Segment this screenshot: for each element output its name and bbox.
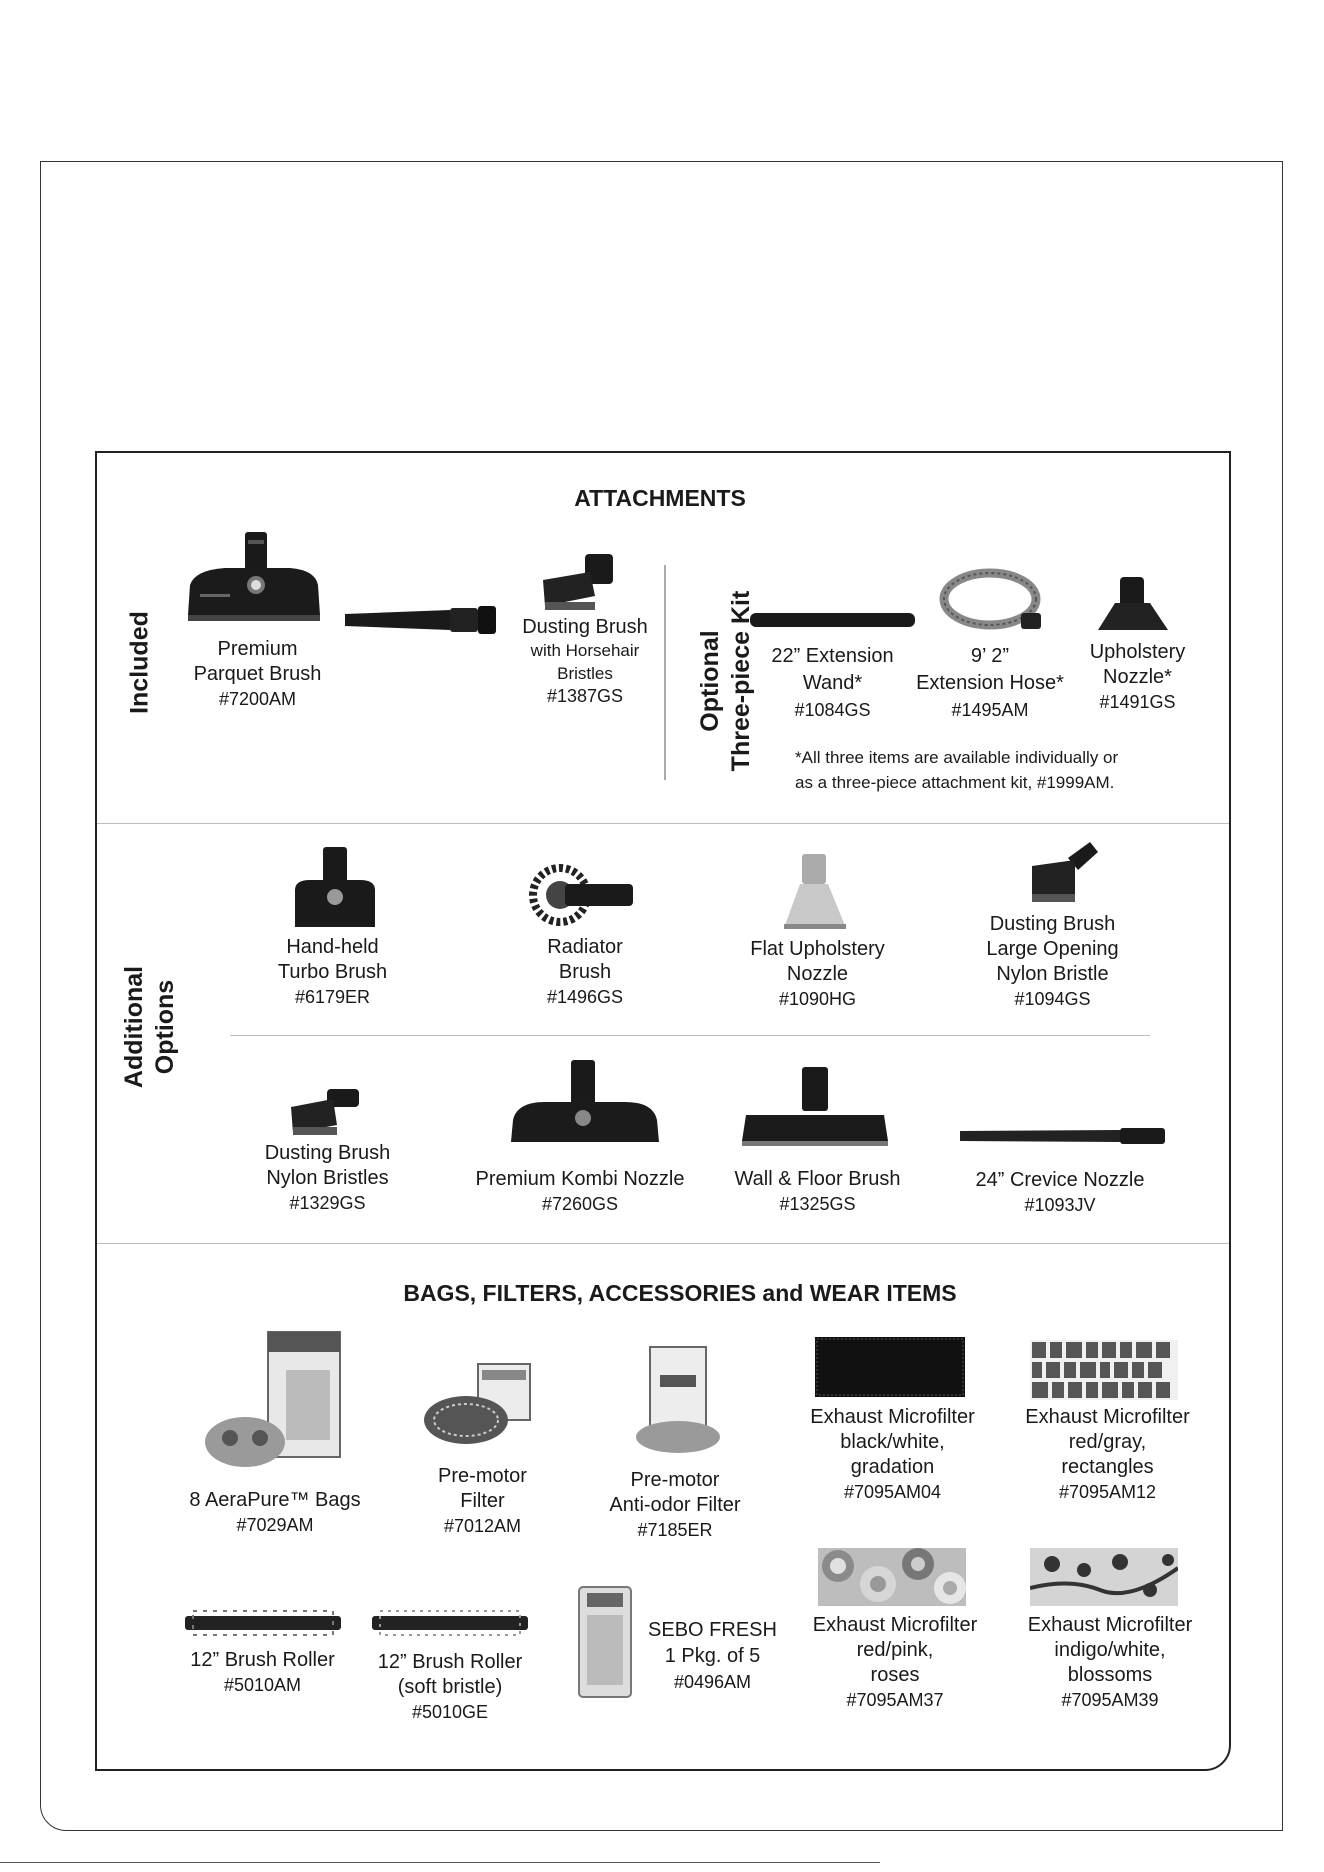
attachments-title: ATTACHMENTS bbox=[574, 485, 746, 511]
turbo-brush-icon bbox=[295, 847, 375, 927]
caption-brush-roller: 12” Brush Roller #5010AM bbox=[190, 1649, 335, 1695]
additional-caption-turbo: Hand-held Turbo Brush #6179ER bbox=[277, 936, 388, 1007]
divider-attachments bbox=[97, 823, 1229, 824]
upholstery-nozzle-icon bbox=[1098, 577, 1168, 630]
nylon-dusting-brush-icon bbox=[291, 1089, 359, 1135]
caption-antiodor-filter: Pre-motor Anti-odor Filter #7185ER bbox=[609, 1469, 741, 1540]
caption-bags: 8 AeraPure™ Bags #7029AM bbox=[189, 1489, 361, 1535]
page-frame bbox=[40, 161, 1283, 1831]
microfilter-rectangles-icon bbox=[1030, 1340, 1178, 1400]
catalog-box bbox=[95, 451, 1231, 1771]
flat-upholstery-nozzle-icon bbox=[784, 854, 846, 929]
crevice-tool-icon bbox=[345, 606, 496, 634]
divider-additional-rows bbox=[230, 1035, 1150, 1036]
parquet-brush-icon bbox=[188, 532, 320, 621]
caption-microfilter-rectangles: Exhaust Microfilter red/gray, rectangles… bbox=[1025, 1406, 1190, 1502]
included-caption-parquet: Premium Parquet Brush #7200AM bbox=[193, 638, 322, 709]
extension-hose-icon bbox=[939, 568, 1041, 630]
microfilter-blossoms-icon bbox=[1030, 1548, 1178, 1606]
additional-caption-nylon-dusting: Dusting Brush Nylon Bristles #1329GS bbox=[264, 1142, 391, 1213]
optional-caption-upholstery: Upholstery Nozzle* #1491GS bbox=[1089, 641, 1186, 712]
additional-caption-wall-floor: Wall & Floor Brush #1325GS bbox=[734, 1168, 901, 1214]
bottom-edge-line bbox=[0, 1862, 880, 1863]
microfilter-gradation-icon bbox=[815, 1337, 965, 1397]
extension-wand-icon bbox=[750, 613, 915, 627]
included-label: Included bbox=[125, 611, 154, 714]
kombi-nozzle-icon bbox=[511, 1060, 659, 1142]
caption-microfilter-gradation: Exhaust Microfilter black/white, gradati… bbox=[810, 1406, 975, 1502]
additional-caption-kombi: Premium Kombi Nozzle #7260GS bbox=[475, 1168, 685, 1214]
bags-box-icon bbox=[205, 1331, 341, 1467]
microfilter-roses-icon bbox=[818, 1548, 966, 1606]
wall-floor-brush-icon bbox=[742, 1067, 888, 1146]
additional-options-label: Additional Options bbox=[120, 965, 179, 1089]
additional-caption-large-dusting: Dusting Brush Large Opening Nylon Bristl… bbox=[986, 913, 1119, 1009]
dusting-brush-icon bbox=[543, 554, 613, 610]
additional-caption-flat-upholstery: Flat Upholstery Nozzle #1090HG bbox=[750, 938, 885, 1009]
included-caption-dusting: Dusting Brush with Horsehair Bristles #1… bbox=[522, 616, 648, 706]
crevice-nozzle-icon bbox=[960, 1128, 1165, 1144]
premotor-filter-icon bbox=[424, 1363, 531, 1444]
caption-microfilter-blossoms: Exhaust Microfilter indigo/white, blosso… bbox=[1027, 1614, 1193, 1710]
bags-title: BAGS, FILTERS, ACCESSORIES and WEAR ITEM… bbox=[403, 1280, 957, 1306]
optional-caption-wand: 22” Extension Wand* #1084GS bbox=[771, 645, 894, 720]
large-dusting-brush-icon bbox=[1032, 842, 1098, 902]
divider-included-optional bbox=[664, 565, 666, 780]
soft-brush-roller-icon bbox=[372, 1610, 528, 1636]
additional-caption-radiator: Radiator Brush #1496GS bbox=[546, 936, 624, 1007]
caption-sebo-fresh: SEBO FRESH 1 Pkg. of 5 #0496AM bbox=[648, 1619, 777, 1692]
brush-roller-icon bbox=[185, 1610, 341, 1636]
kit-note: *All three items are available individua… bbox=[795, 748, 1119, 792]
optional-caption-hose: 9’ 2” Extension Hose* #1495AM bbox=[916, 645, 1064, 720]
divider-bags bbox=[97, 1243, 1229, 1244]
caption-premotor-filter: Pre-motor Filter #7012AM bbox=[438, 1465, 527, 1536]
caption-microfilter-roses: Exhaust Microfilter red/pink, roses #709… bbox=[812, 1614, 978, 1710]
additional-caption-crevice: 24” Crevice Nozzle #1093JV bbox=[975, 1169, 1145, 1215]
sebo-fresh-icon bbox=[578, 1586, 632, 1698]
radiator-brush-icon bbox=[529, 864, 633, 926]
antiodor-filter-icon bbox=[636, 1346, 720, 1453]
caption-soft-brush-roller: 12” Brush Roller (soft bristle) #5010GE bbox=[377, 1651, 523, 1722]
